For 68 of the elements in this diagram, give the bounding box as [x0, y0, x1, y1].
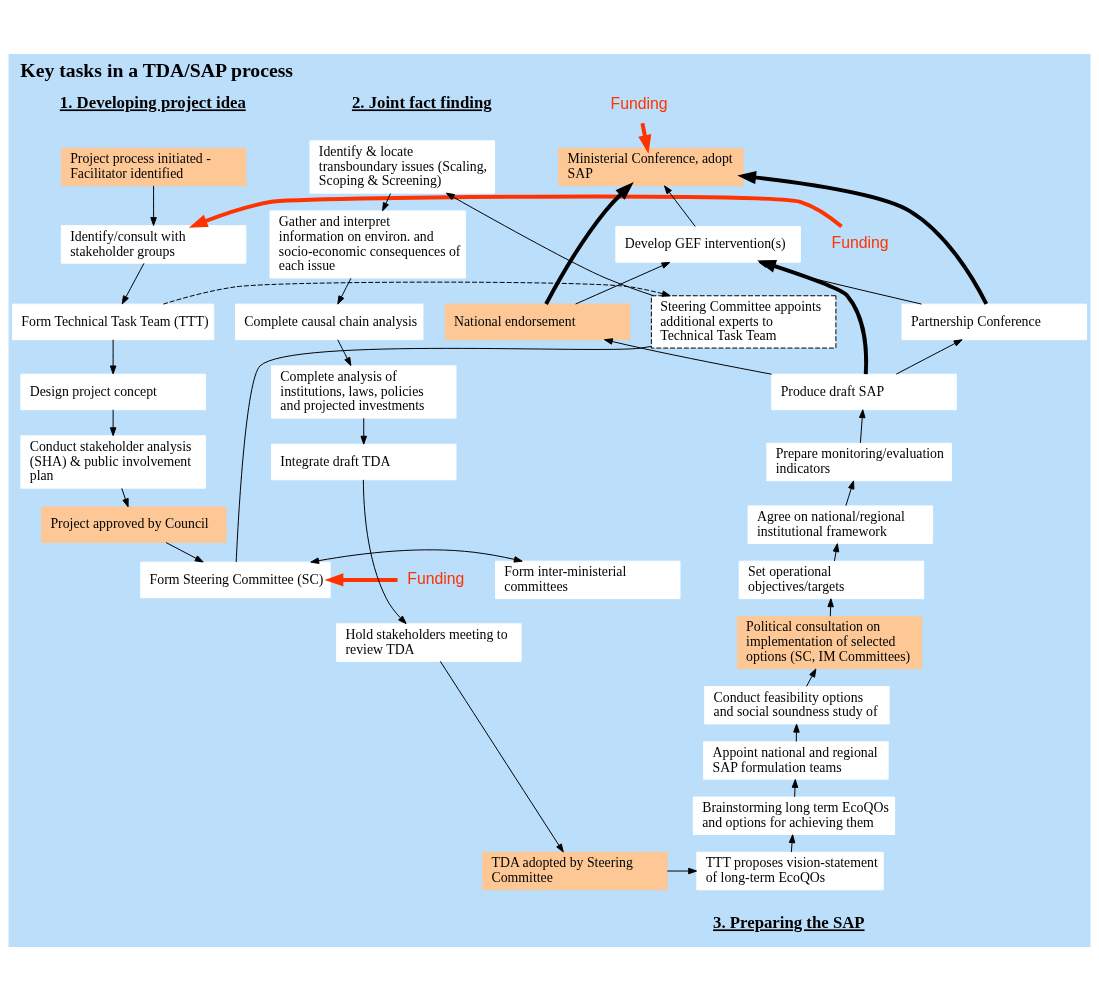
node-box: Hold stakeholders meeting to review TDA — [336, 623, 522, 662]
connector — [235, 345, 652, 563]
arrow — [806, 668, 817, 687]
node-box: Develop GEF intervention(s) — [615, 226, 801, 263]
arrow — [791, 779, 799, 798]
arrow — [666, 867, 698, 875]
node-box: Conduct feasibility options and social soundness study of — [704, 686, 890, 725]
arrow — [310, 549, 523, 564]
arrow — [737, 171, 989, 305]
node-box: Form Steering Committee (SC) — [140, 561, 331, 599]
arrow — [337, 339, 352, 367]
arrow — [362, 479, 407, 625]
arrow — [188, 194, 843, 229]
arrow — [382, 193, 392, 212]
node-box: Design project concept — [20, 373, 206, 411]
arrow — [858, 409, 866, 444]
arrow — [165, 542, 204, 563]
arrow — [832, 543, 840, 562]
node-box: Form Technical Task Team (TTT) — [11, 303, 215, 341]
label: 2. Joint fact finding — [351, 93, 492, 113]
node-box: Project process initiated - Facilitator identified — [60, 147, 247, 187]
node-box: Produce draft SAP — [771, 373, 957, 411]
arrow — [827, 598, 834, 617]
diagram-title: Key tasks in a TDA/SAP process — [20, 58, 293, 81]
node-box: Gather and interpret information on environ. and socio-economic consequences of each issue — [269, 210, 466, 279]
arrow — [121, 487, 129, 508]
node-box: TDA adopted by Steering Committee — [482, 851, 668, 891]
node-box: Identify & locate transboundary issues (Scaling, Scoping & Screening) — [309, 140, 495, 194]
label: 1. Developing project idea — [59, 93, 246, 113]
node-box: Conduct stakeholder analysis (SHA) & public involvement plan — [20, 435, 206, 489]
node-box: Agree on national/regional institutional framework — [747, 505, 934, 544]
node-box: Identify/consult with stakeholder groups — [60, 225, 247, 264]
arrow — [109, 409, 117, 437]
arrow — [445, 192, 655, 297]
node-box: Complete analysis of institutions, laws, policies and projected investments — [271, 365, 457, 419]
node-box: Political consultation on implementation of selected options (SC, IM Committees) — [736, 615, 923, 670]
node-box: Set operational objectives/targets — [738, 560, 925, 600]
node-box: National endorsement — [444, 303, 631, 341]
node-box: Ministerial Conference, adopt SAP — [558, 147, 744, 187]
label: 3. Preparing the SAP — [713, 913, 865, 933]
arrow — [150, 185, 157, 226]
node-text: Funding — [407, 569, 465, 587]
arrow — [895, 339, 963, 375]
node-box: Appoint national and regional SAP formulation teams — [703, 741, 889, 780]
arrow — [544, 182, 634, 305]
node-box: Project approved by Council — [41, 506, 227, 543]
arrow — [162, 281, 671, 305]
node-box: Partnership Conference — [901, 303, 1088, 341]
arrow — [603, 338, 773, 375]
node-box: Form inter-ministerial committees — [495, 560, 681, 600]
arrow — [845, 480, 855, 507]
node-box: Integrate draft TDA — [271, 443, 457, 481]
node-text: Funding — [610, 95, 668, 113]
arrow — [360, 417, 367, 445]
arrow — [439, 660, 564, 853]
node-text: Funding — [831, 234, 889, 252]
arrow — [788, 834, 796, 853]
arrow — [337, 277, 352, 305]
arrow — [121, 262, 145, 305]
node-box: Complete causal chain analysis — [234, 303, 424, 341]
arrow — [575, 261, 671, 305]
node-box: Steering Committee appoints additional experts to Technical Task Team — [650, 295, 837, 349]
arrow — [663, 185, 696, 227]
arrow — [324, 573, 398, 587]
node-box: Brainstorming long term EcoQOs and options for achieving them — [692, 796, 896, 835]
node-box: Prepare monitoring/evaluation indicators — [766, 442, 952, 482]
arrow — [109, 339, 117, 375]
node-box: TTT proposes vision-statement of long-term EcoQOs — [696, 851, 884, 891]
